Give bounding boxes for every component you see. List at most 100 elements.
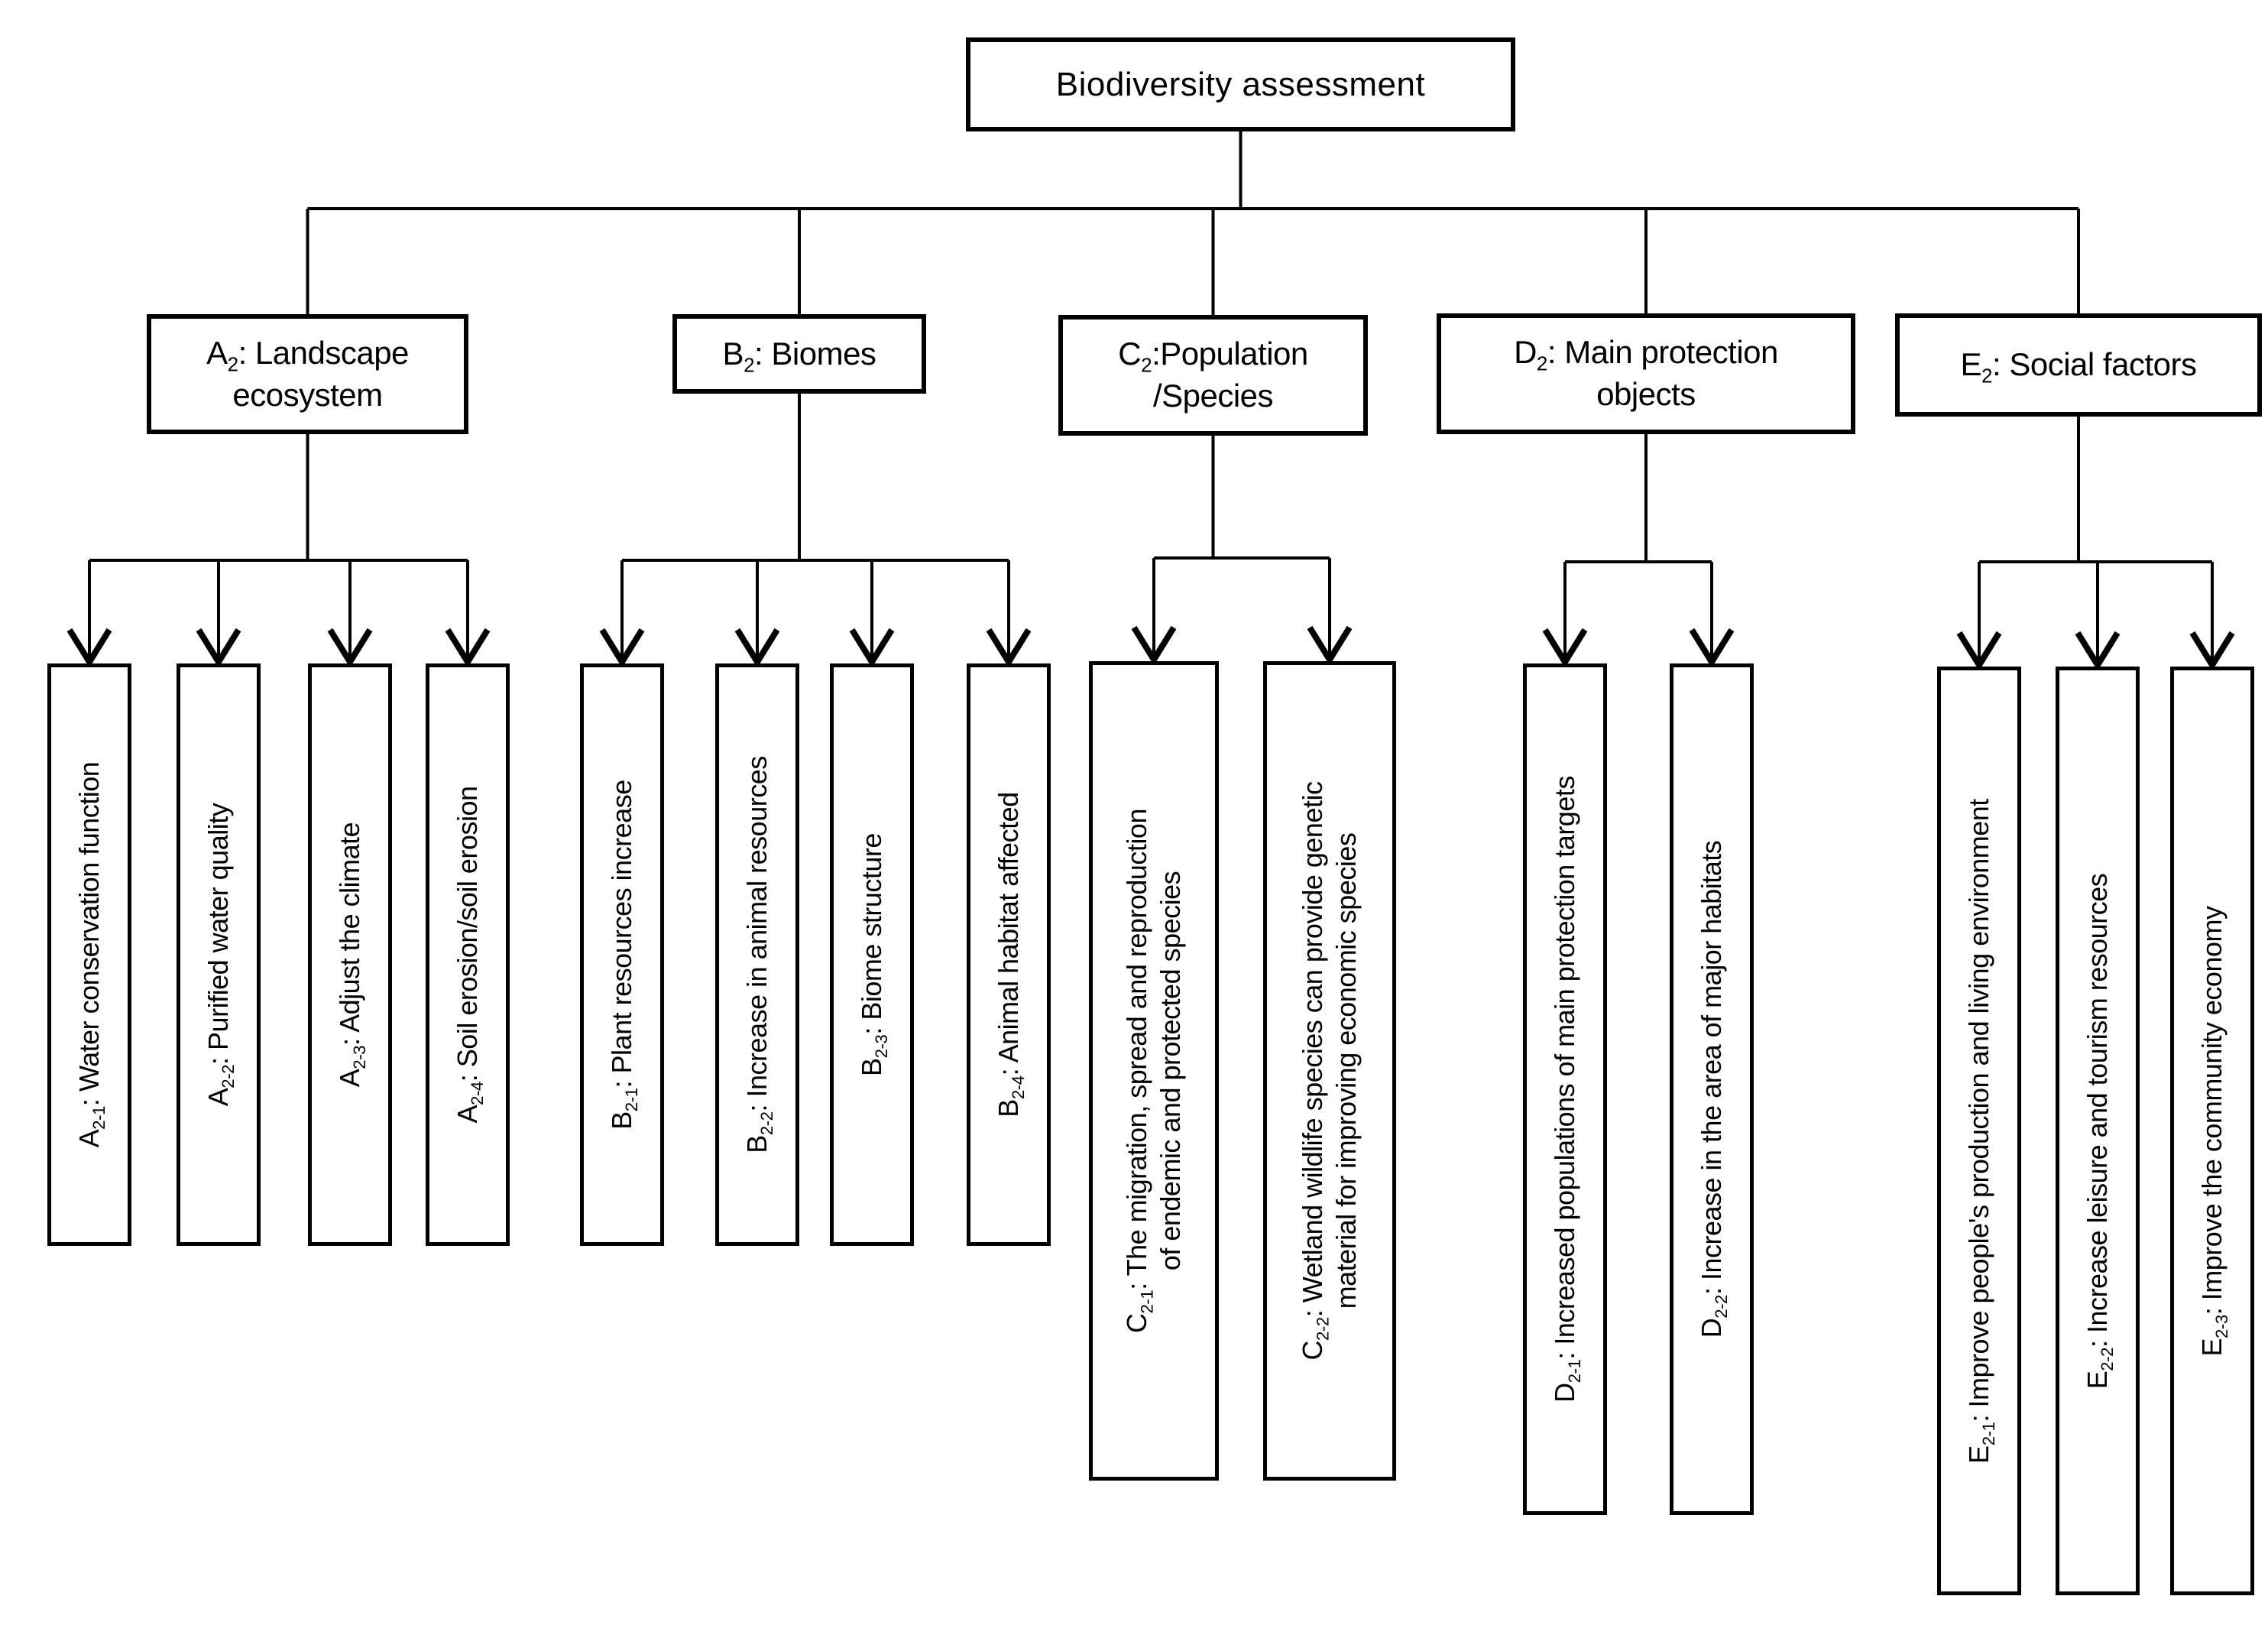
leaf-rotated-label: E2-2: Increase leisure and tourism resou… — [2081, 676, 2117, 1585]
arrow-down-icon — [1689, 628, 1735, 668]
node-text: : Improve people's production and living… — [1963, 798, 1995, 1423]
node-letter: B — [856, 1058, 888, 1076]
leaf-node-b2-1: B2-1: Plant resources increase — [580, 663, 664, 1246]
node-subscript: 2 — [744, 353, 755, 377]
node-letter: E — [2082, 1371, 2114, 1389]
node-label-line: material for improving economic species — [1330, 832, 1362, 1309]
node-letter: D — [1549, 1383, 1581, 1403]
node-label-line: B2-3: Biome structure — [855, 673, 892, 1236]
node-letter: C — [1121, 1313, 1153, 1334]
node-letter: C — [1297, 1341, 1329, 1361]
node-letter: D — [1696, 1318, 1728, 1338]
leaf-node-e2-1: E2-1: Improve people's production and li… — [1937, 667, 2021, 1595]
leaf-node-b2-2: B2-2: Increase in animal resources — [715, 663, 799, 1246]
leaf-node-c2-1: C2-1: The migration, spread and reproduc… — [1089, 661, 1219, 1481]
category-node-c2: C2:Population/Species — [1058, 315, 1368, 436]
arrow-down-icon — [196, 628, 241, 668]
node-subscript: 2-3 — [2212, 1314, 2232, 1338]
node-text: : Soil erosion/soil erosion — [452, 786, 484, 1082]
node-subscript: 2-3 — [872, 1034, 892, 1059]
leaf-rotated-label: A2-3: Adjust the climate — [333, 673, 370, 1236]
node-label-line: C2-2: Wetland wildlife species can provi… — [1296, 671, 1333, 1471]
leaf-rotated-label: D2-1: Increased populations of main prot… — [1548, 673, 1584, 1505]
leaf-node-e2-3: E2-3: Improve the community economy — [2170, 667, 2254, 1595]
node-letter: B — [722, 335, 744, 371]
node-label-line: B2-1: Plant resources increase — [605, 673, 641, 1236]
root-node: Biodiversity assessment — [966, 37, 1515, 131]
node-letter: A — [73, 1129, 105, 1148]
page-title: Biodiversity assessment — [1055, 65, 1426, 103]
leaf-rotated-label: A2-1: Water conservation function — [73, 673, 109, 1236]
node-label-line: E2-3: Improve the community economy — [2195, 676, 2232, 1585]
node-subscript: 2 — [227, 352, 238, 376]
node-text: : Main protection — [1547, 334, 1779, 371]
arrow-down-icon — [66, 628, 112, 668]
leaf-rotated-label: E2-3: Improve the community economy — [2195, 676, 2232, 1585]
node-label-line: A2-1: Water conservation function — [73, 673, 109, 1236]
node-text: : The migration, spread and reproduction — [1121, 809, 1153, 1290]
node-letter: A — [202, 1088, 235, 1107]
arrow-down-icon — [734, 628, 780, 668]
node-text: : Biome structure — [856, 833, 888, 1035]
node-letter: E — [2196, 1338, 2228, 1356]
node-letter: B — [993, 1099, 1025, 1118]
node-text: : Increase leisure and tourism resources — [2082, 873, 2114, 1348]
node-subscript: 2-2 — [2098, 1347, 2117, 1371]
node-letter: B — [741, 1135, 773, 1153]
leaf-node-d2-1: D2-1: Increased populations of main prot… — [1523, 663, 1607, 1515]
arrow-down-icon — [445, 628, 491, 668]
leaf-rotated-label: B2-4: Animal habitat affected — [992, 673, 1029, 1236]
leaf-rotated-label: B2-3: Biome structure — [855, 673, 892, 1236]
node-text: : Improve the community economy — [2196, 906, 2228, 1315]
node-subscript: 2-1 — [1979, 1422, 1999, 1445]
leaf-rotated-label: C2-2: Wetland wildlife species can provi… — [1296, 671, 1363, 1471]
category-node-b2: B2: Biomes — [672, 314, 926, 394]
node-label-line: objects — [1596, 376, 1696, 412]
node-subscript: 2-3 — [350, 1045, 370, 1069]
node-label-line: B2-4: Animal habitat affected — [992, 673, 1029, 1236]
node-subscript: 2 — [1141, 353, 1152, 377]
node-letter: B — [606, 1111, 638, 1130]
leaf-node-c2-2: C2-2: Wetland wildlife species can provi… — [1263, 661, 1396, 1481]
node-subscript: 2-4 — [1009, 1075, 1029, 1100]
node-text: : Increase in animal resources — [741, 756, 773, 1112]
arrow-down-icon — [327, 628, 373, 668]
node-label-line: A2-4: Soil erosion/soil erosion — [451, 673, 488, 1236]
arrow-down-icon — [1307, 625, 1353, 666]
leaf-rotated-label: E2-1: Improve people's production and li… — [1962, 676, 1999, 1585]
arrow-down-icon — [599, 628, 645, 668]
node-label-line: C2:Population — [1118, 333, 1308, 375]
node-text: : Water conservation function — [73, 761, 105, 1107]
node-letter: E — [1960, 346, 1982, 383]
node-text: : Biomes — [754, 335, 876, 371]
node-text: : Animal habitat affected — [993, 792, 1025, 1076]
node-subscript: 2 — [1981, 364, 1993, 388]
node-subscript: 2-1 — [89, 1106, 109, 1130]
leaf-node-b2-3: B2-3: Biome structure — [830, 663, 914, 1246]
node-letter: A — [206, 334, 228, 371]
node-subscript: 2-4 — [468, 1082, 488, 1105]
category-node-e2: E2: Social factors — [1895, 313, 2262, 417]
leaf-rotated-label: D2-2: Increase in the area of major habi… — [1695, 673, 1731, 1505]
leaf-rotated-label: A2-2: Purified water quality — [202, 673, 238, 1236]
leaf-node-a2-4: A2-4: Soil erosion/soil erosion — [426, 663, 510, 1246]
node-label-line: B2: Biomes — [723, 333, 876, 375]
arrow-down-icon — [2189, 631, 2235, 671]
arrow-down-icon — [2075, 631, 2121, 671]
leaf-node-a2-2: A2-2: Purified water quality — [177, 663, 261, 1246]
leaf-node-a2-3: A2-3: Adjust the climate — [308, 663, 392, 1246]
leaf-rotated-label: B2-1: Plant resources increase — [605, 673, 641, 1236]
arrow-down-icon — [1956, 631, 2002, 671]
arrow-down-icon — [986, 628, 1032, 668]
node-label-line: ecosystem — [232, 376, 383, 413]
node-subscript: 2-2 — [757, 1111, 777, 1136]
node-subscript: 2-2 — [1313, 1317, 1333, 1341]
node-subscript: 2 — [1536, 352, 1547, 375]
leaf-node-b2-4: B2-4: Animal habitat affected — [967, 663, 1051, 1246]
node-label-line: B2-2: Increase in animal resources — [740, 673, 777, 1236]
arrow-down-icon — [1131, 625, 1177, 666]
node-letter: A — [452, 1105, 484, 1124]
node-text: : Wetland wildlife species can provide g… — [1297, 781, 1329, 1318]
arrow-down-icon — [1542, 628, 1588, 668]
